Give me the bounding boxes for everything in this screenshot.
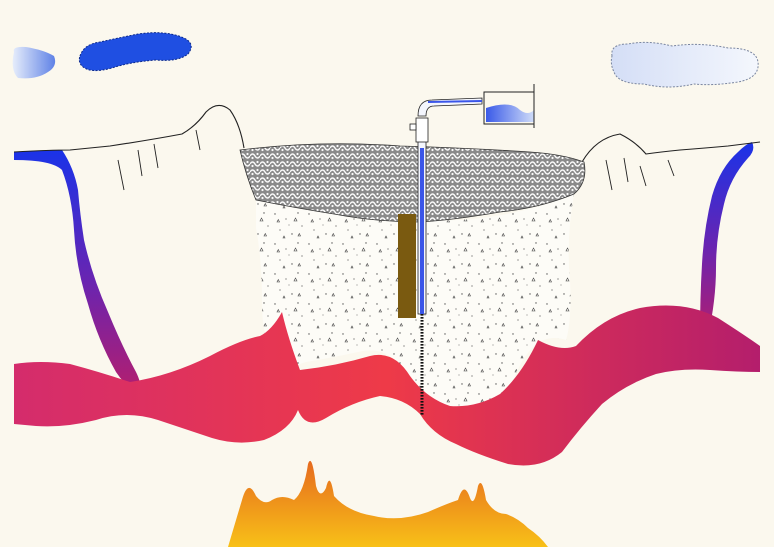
mountain-ridge-lines	[606, 158, 674, 190]
mountain-ridge-lines	[118, 130, 200, 190]
cloud-icon	[611, 42, 758, 87]
cloud-icon	[13, 47, 55, 79]
rain-cloud-icon	[79, 33, 191, 71]
pump-valve-icon	[410, 98, 482, 142]
mountain-outline	[14, 105, 244, 152]
groundwater-stream	[700, 142, 753, 336]
magma-chamber	[228, 461, 548, 547]
well-casing	[398, 214, 416, 318]
groundwater-stream	[14, 150, 141, 392]
water-tank-icon	[484, 84, 534, 128]
